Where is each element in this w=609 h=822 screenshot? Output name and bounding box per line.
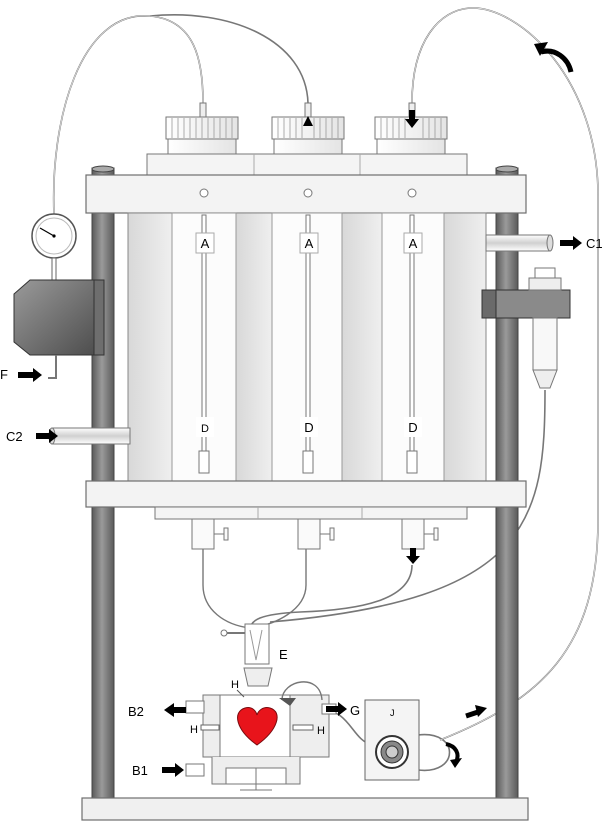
probes: [198, 214, 418, 474]
right-outlet-line: [249, 564, 413, 631]
heart-chamber: [185, 681, 337, 791]
base-plate: [81, 797, 529, 821]
f-inlet-arrow-icon: [18, 368, 42, 382]
peristaltic-pump-icon: [364, 699, 420, 781]
c1-outlet-arrow-icon: [560, 236, 582, 250]
c2-inlet-arrow-icon: [36, 429, 58, 443]
label-e: E: [279, 647, 288, 662]
bubble-trap: [220, 623, 273, 687]
label-a-1: A: [201, 236, 210, 251]
return-flow-arrow-icon: [534, 42, 574, 73]
chamber-caps: [146, 102, 468, 177]
bottom-frame-bar: [85, 480, 527, 508]
cap-left: [165, 102, 239, 155]
label-d-3: D: [408, 420, 417, 435]
c1-pipe: [485, 234, 554, 252]
pump-rotation-arrow-icon: [445, 742, 462, 768]
label-h-top: H: [231, 679, 239, 691]
label-d-1: D: [201, 423, 209, 435]
c2-pipe: [48, 427, 131, 445]
collecting-funnel: [202, 549, 307, 629]
cap-right: [374, 102, 448, 155]
label-g: G: [350, 703, 360, 718]
b1-inlet-arrow-icon: [162, 763, 184, 777]
label-b1: B1: [132, 763, 148, 778]
pump-outlet-arrow-icon: [465, 705, 487, 719]
label-d-group: D D D: [196, 417, 422, 437]
label-h-right: H: [317, 725, 325, 737]
outlet-down-arrow-icon: [406, 548, 420, 564]
label-j: J: [390, 708, 395, 718]
label-a-2: A: [305, 236, 314, 251]
label-b2: B2: [128, 704, 144, 719]
pump-loop: [417, 733, 451, 772]
label-c2: C2: [6, 429, 23, 444]
g-outlet-arrow-icon: [326, 702, 347, 716]
down-arrow-icon: [405, 110, 419, 128]
heater-block: [13, 279, 105, 379]
heart-icon: [237, 707, 278, 746]
label-h-left: H: [190, 724, 198, 736]
up-arrow-icon: [303, 116, 313, 126]
label-f: F: [0, 367, 8, 382]
label-d-2: D: [304, 420, 313, 435]
center-inlet-line: [149, 14, 309, 104]
label-a-3: A: [409, 236, 418, 251]
label-a-group: A A A: [195, 232, 423, 254]
stopcocks: [191, 518, 439, 550]
pressure-gauge-icon: [31, 213, 77, 283]
overflow-syringe: [481, 267, 571, 389]
label-c1: C1: [586, 236, 603, 251]
b2-outlet-arrow-icon: [164, 703, 186, 717]
cap-center: [271, 102, 345, 155]
